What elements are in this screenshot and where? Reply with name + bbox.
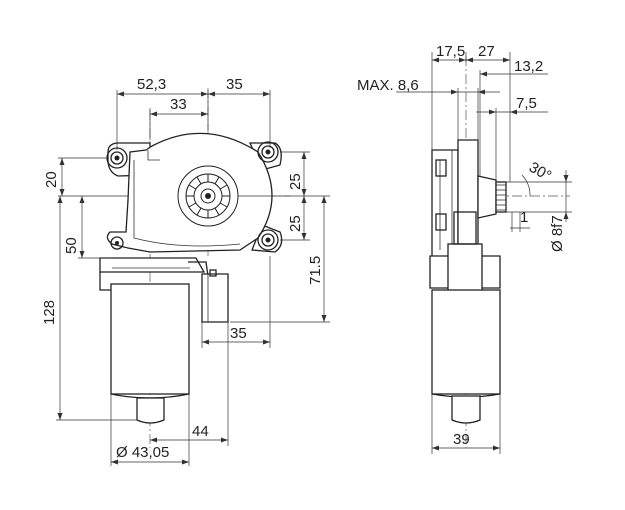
gear-tooth <box>219 184 228 190</box>
dim-front-motor-diameter: Ø 43,05 <box>116 444 169 461</box>
front-connector-pin <box>209 269 217 277</box>
gear-tooth <box>214 207 220 216</box>
front-motor-body <box>110 283 190 395</box>
dim-side-shaft: 7,5 <box>516 95 537 112</box>
front-housing-tab <box>147 150 160 161</box>
dim-front-offset: 33 <box>170 96 187 113</box>
side-view <box>429 56 570 448</box>
side-motor-boss <box>451 395 481 424</box>
front-right-lower-ear <box>251 224 283 253</box>
gear-tooth <box>196 176 202 185</box>
dim-side-flange: 13,2 <box>514 58 543 75</box>
dim-front-top: 20 <box>43 171 60 188</box>
front-bolt-top-left <box>106 147 128 169</box>
dim-front-total-height: 128 <box>41 300 58 325</box>
dim-front-gear-upper: 25 <box>287 173 304 190</box>
side-motor-body <box>431 289 501 395</box>
gear-tooth <box>214 176 220 185</box>
side-transition <box>447 243 483 293</box>
front-bolt-top-right <box>257 141 279 163</box>
side-output-shaft <box>495 181 507 213</box>
front-motor-flange <box>99 257 206 273</box>
front-right-upper-ear <box>248 142 282 171</box>
side-boss-upper <box>435 159 447 177</box>
front-bolt-mid-left <box>110 236 124 250</box>
front-connector <box>201 273 229 323</box>
dim-front-gear-lower: 25 <box>287 215 304 232</box>
dim-side-shaft-diameter: Ø 8f7 <box>549 215 566 252</box>
front-gear-housing <box>106 132 273 253</box>
gear-tooth <box>188 184 197 190</box>
front-motor-boss <box>136 397 165 424</box>
front-housing-inner-edge <box>133 160 241 247</box>
side-angle-arc <box>521 174 531 197</box>
gear-tooth <box>196 207 202 216</box>
dim-side-width-a: 17,5 <box>436 43 465 60</box>
side-shaft-splines <box>496 184 506 211</box>
gear-tooth <box>219 202 228 208</box>
dim-side-body-width: 39 <box>453 431 470 448</box>
dim-front-width-left: 52,3 <box>137 76 166 93</box>
front-output-gear <box>177 165 239 227</box>
dim-front-upper: 50 <box>63 237 80 254</box>
dim-side-step: 1 <box>520 209 528 226</box>
dim-front-width-right: 35 <box>226 76 243 93</box>
side-boss-lower <box>435 213 447 231</box>
front-bolt-bottom-right <box>257 229 279 251</box>
side-output-flange <box>477 175 497 219</box>
dim-side-max: MAX. 8,6 <box>357 77 419 94</box>
dim-front-motor-offset: 44 <box>192 423 209 440</box>
gear-tooth <box>188 202 197 208</box>
front-view <box>99 88 290 448</box>
side-plug-socket <box>453 211 477 245</box>
dim-front-plug-offset: 35 <box>230 325 247 342</box>
front-flange-left <box>99 272 112 291</box>
front-dimensions: 52,3 35 33 20 50 128 25 25 <box>41 76 330 466</box>
dim-front-height-to-plug: 71.5 <box>307 256 324 285</box>
dim-side-angle: 30° <box>526 159 554 185</box>
dim-side-width-b: 27 <box>478 43 495 60</box>
